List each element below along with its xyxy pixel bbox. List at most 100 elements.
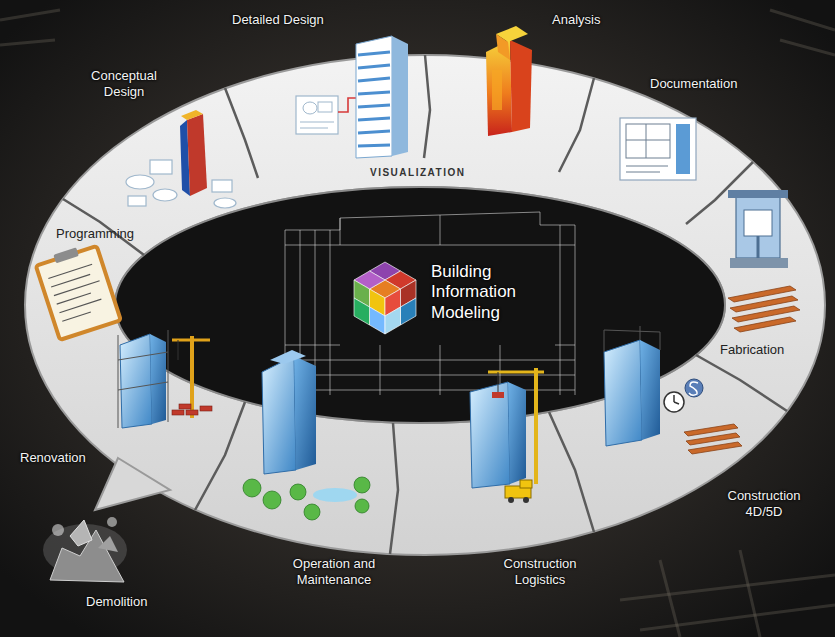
background-beams — [0, 10, 60, 20]
detailed-building-icon — [356, 36, 392, 158]
analysis-building-icon — [496, 34, 510, 60]
detailed-building-icon — [300, 102, 334, 128]
construction-4d5d-icon — [604, 330, 605, 352]
construction-4d5d-icon — [684, 424, 742, 454]
renovation-building-icon — [172, 404, 212, 415]
construction-4d5d-icon — [640, 326, 641, 340]
label-slot: Building Information Modeling — [431, 262, 546, 323]
detailed-building-icon — [358, 78, 390, 81]
construction-4d5d-icon — [664, 392, 684, 412]
label-slot: Documentation — [650, 76, 737, 92]
fabrication-machine-icon — [728, 190, 800, 332]
detailed-building-icon — [358, 131, 390, 133]
operation-building-icon — [355, 499, 369, 513]
label-slot: Construction 4D/5D — [716, 488, 812, 519]
renovation-building-icon — [186, 410, 198, 415]
label-slot: Analysis — [552, 12, 600, 28]
detailed-building-icon — [296, 36, 408, 158]
wireframe-building — [285, 375, 575, 376]
operation-building-icon — [313, 488, 357, 502]
wireframe-building — [330, 230, 331, 395]
bim-cube-logo — [354, 298, 370, 325]
segment-dividers — [559, 78, 594, 172]
bim-cube-logo — [370, 307, 386, 334]
construction-4d5d-icon — [673, 395, 675, 402]
operation-building-icon — [262, 356, 296, 474]
segment-dividers — [225, 88, 258, 178]
concept-sketch-icon — [153, 189, 177, 201]
operation-building-icon — [294, 356, 316, 470]
operation-building-icon — [304, 504, 320, 520]
drawing-sheet-icon — [626, 166, 668, 167]
renovation-building-icon — [179, 404, 191, 409]
stage-label: Conceptual Design — [78, 68, 170, 99]
demolition-rubble-icon — [43, 517, 127, 582]
wireframe-building — [285, 212, 575, 395]
label-slot: Demolition — [86, 594, 147, 610]
label-slot: Detailed Design — [232, 12, 324, 28]
drawing-sheet-icon — [626, 124, 670, 172]
concept-sketch-icon — [150, 160, 172, 174]
lifecycle-ring — [25, 55, 825, 555]
construction-4d5d-icon — [604, 326, 660, 352]
concept-sketch-icon — [187, 114, 207, 196]
drawing-sheet-icon — [676, 124, 690, 174]
operation-building-icon — [270, 350, 306, 364]
logistics-crane-icon — [508, 382, 526, 484]
label-slot: VISUALIZATION — [370, 167, 465, 179]
label-slot: Conceptual Design — [78, 68, 170, 99]
stage-label: Detailed Design — [232, 12, 324, 28]
clipboard-icon — [60, 299, 102, 313]
renovation-building-icon — [168, 330, 169, 422]
construction-4d5d-icon — [604, 340, 642, 446]
wireframe-building — [440, 215, 441, 245]
stage-label: Construction Logistics — [494, 556, 586, 587]
drawing-sheet-icon — [626, 124, 670, 158]
clipboard-icon — [57, 293, 91, 304]
stage-label: Analysis — [552, 12, 600, 28]
wireframe-building — [440, 345, 441, 395]
detailed-building-icon — [358, 65, 390, 68]
wireframe-building — [560, 225, 561, 395]
wireframe-building — [285, 212, 575, 395]
construction-4d5d-icon — [689, 382, 698, 395]
detailed-building-icon — [300, 128, 328, 129]
construction-4d5d-icon — [688, 442, 742, 454]
fabrication-machine-icon — [730, 258, 788, 268]
concept-sketch-icon — [181, 110, 203, 120]
drawing-sheet-icon — [626, 172, 660, 173]
background-beams — [740, 550, 760, 637]
analysis-building-icon — [510, 40, 532, 132]
detailed-building-icon — [358, 52, 390, 146]
background-beams — [640, 605, 835, 630]
concept-sketch-icon — [126, 110, 236, 208]
wireframe-building — [285, 360, 575, 361]
segment-dividers — [195, 402, 245, 510]
logistics-crane-icon — [508, 497, 514, 503]
construction-4d5d-icon — [685, 379, 703, 397]
detailed-building-icon — [392, 36, 408, 156]
detailed-building-icon — [338, 98, 356, 112]
operation-building-icon — [354, 477, 370, 493]
demolition-rubble-icon — [52, 524, 64, 536]
analysis-building-icon — [492, 70, 502, 110]
wireframe-building — [285, 390, 575, 391]
detailed-building-icon — [296, 96, 338, 134]
label-slot: Programming — [56, 226, 134, 242]
fabrication-machine-icon — [744, 210, 772, 236]
operation-building-icon — [243, 350, 370, 520]
center-title: Building Information Modeling — [431, 262, 546, 323]
logistics-crane-icon — [488, 371, 544, 374]
segment-dividers — [424, 55, 430, 158]
detailed-building-icon — [358, 52, 390, 55]
drawing-sheet-icon — [620, 118, 696, 180]
wireframe-building — [380, 345, 381, 395]
renovation-building-icon — [200, 406, 212, 411]
stage-label: Documentation — [650, 76, 737, 92]
stage-label: Demolition — [86, 594, 147, 610]
background-beams — [780, 40, 835, 55]
stage-label: Programming — [56, 226, 134, 242]
logistics-crane-icon — [470, 382, 510, 488]
